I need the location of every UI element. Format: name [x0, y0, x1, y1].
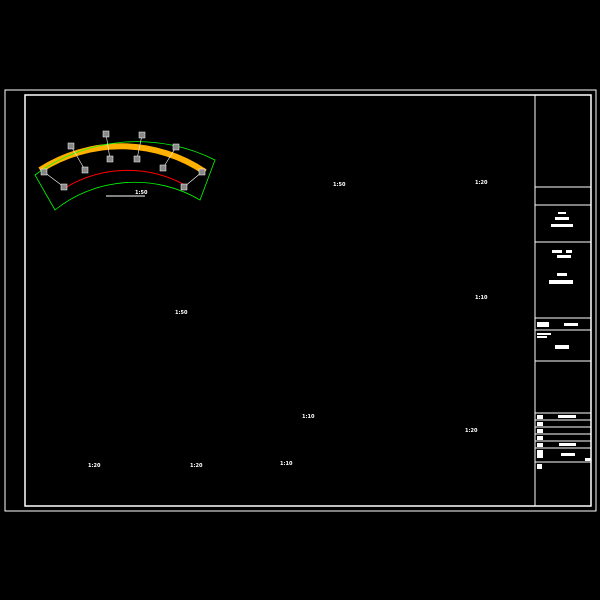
arc-plan-view: [34, 130, 216, 211]
inner-frame: [24, 94, 592, 507]
scale-detail-1: 1:20: [475, 180, 488, 186]
scale-section-a: 1:10: [302, 414, 315, 420]
outer-border: [4, 89, 597, 512]
scale-footing-section: 1:20: [190, 463, 203, 469]
scale-column-plan: 1:10: [280, 461, 293, 467]
title-block: [534, 95, 591, 506]
scale-detail-2: 1:10: [475, 295, 488, 301]
scale-detail-3: 1:20: [465, 428, 478, 434]
scale-elevation: 1:50: [175, 310, 188, 316]
scale-plan-roof: 1:50: [333, 182, 346, 188]
scale-footing-plan: 1:20: [88, 463, 101, 469]
scale-plan-top: 1:50: [135, 190, 148, 196]
